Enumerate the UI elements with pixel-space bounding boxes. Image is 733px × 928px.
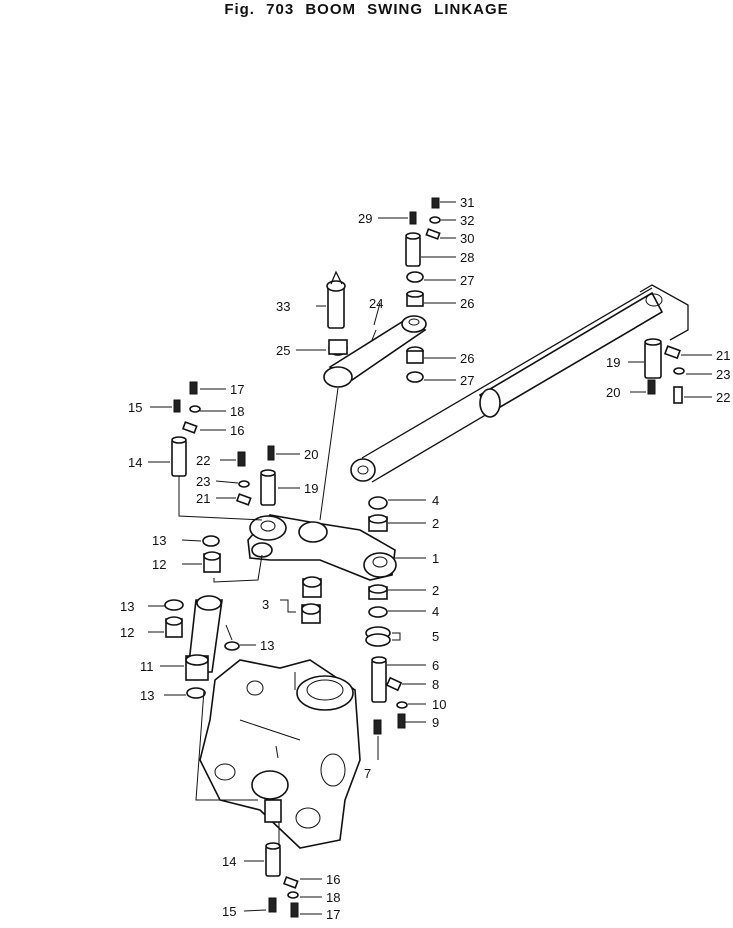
callout-26: 26 (460, 296, 474, 311)
callout-20: 20 (304, 447, 318, 462)
callout-6: 6 (432, 658, 439, 673)
right-pin-group (644, 338, 685, 404)
swing-bracket-1 (247, 514, 397, 581)
callout-4: 4 (432, 604, 439, 619)
bushings-3 (301, 576, 322, 624)
callout-12: 12 (152, 557, 166, 572)
callout-18: 18 (326, 890, 340, 905)
callout-29: 29 (358, 211, 372, 226)
callout-10: 10 (432, 697, 446, 712)
upper-pin-stack (326, 197, 441, 383)
callout-18: 18 (230, 404, 244, 419)
callout-9: 9 (432, 715, 439, 730)
callout-26: 26 (460, 351, 474, 366)
callout-2: 2 (432, 583, 439, 598)
callout-33: 33 (276, 299, 290, 314)
callout-15: 15 (222, 904, 236, 919)
callout-22: 22 (716, 390, 730, 405)
callout-30: 30 (460, 231, 474, 246)
callout-14: 14 (222, 854, 236, 869)
callout-11: 11 (140, 659, 154, 674)
callout-23: 23 (196, 474, 210, 489)
callout-2: 2 (432, 516, 439, 531)
callout-14: 14 (128, 455, 142, 470)
callout-21: 21 (196, 491, 210, 506)
callout-17: 17 (230, 382, 244, 397)
right-pin-stack (365, 496, 408, 735)
callout-7: 7 (364, 766, 371, 781)
callout-16: 16 (326, 872, 340, 887)
link-bar-24 (323, 315, 427, 388)
callout-8: 8 (432, 677, 439, 692)
leader-lines (148, 201, 712, 915)
callout-17: 17 (326, 907, 340, 922)
callout-13: 13 (120, 599, 134, 614)
callout-25: 25 (276, 343, 290, 358)
callout-1: 1 (432, 551, 439, 566)
callout-12: 12 (120, 625, 134, 640)
callout-22: 22 (196, 453, 210, 468)
swing-frame (199, 659, 361, 849)
lower-pin-stack (265, 842, 299, 918)
upper-left-pin-stack (171, 381, 276, 506)
callout-5: 5 (432, 629, 439, 644)
callout-19: 19 (304, 481, 318, 496)
callout-32: 32 (460, 213, 474, 228)
callout-3: 3 (262, 597, 269, 612)
callout-31: 31 (460, 195, 474, 210)
callout-numbers: 1 2 2 3 4 4 5 6 7 8 9 10 11 12 12 13 13 … (120, 195, 730, 922)
callout-21: 21 (716, 348, 730, 363)
callout-13: 13 (152, 533, 166, 548)
callout-16: 16 (230, 423, 244, 438)
connector-lines (178, 387, 339, 846)
swing-cylinder (350, 284, 689, 483)
callout-20: 20 (606, 385, 620, 400)
left-pin-stack (164, 535, 240, 699)
callout-4: 4 (432, 493, 439, 508)
callout-27: 27 (460, 273, 474, 288)
callout-15: 15 (128, 400, 142, 415)
callout-13: 13 (140, 688, 154, 703)
callout-28: 28 (460, 250, 474, 265)
callout-27: 27 (460, 373, 474, 388)
figure-title: Fig. 703 BOOM SWING LINKAGE (224, 1, 509, 18)
callout-13: 13 (260, 638, 274, 653)
callout-19: 19 (606, 355, 620, 370)
callout-23: 23 (716, 367, 730, 382)
callout-24: 24 (369, 296, 383, 311)
